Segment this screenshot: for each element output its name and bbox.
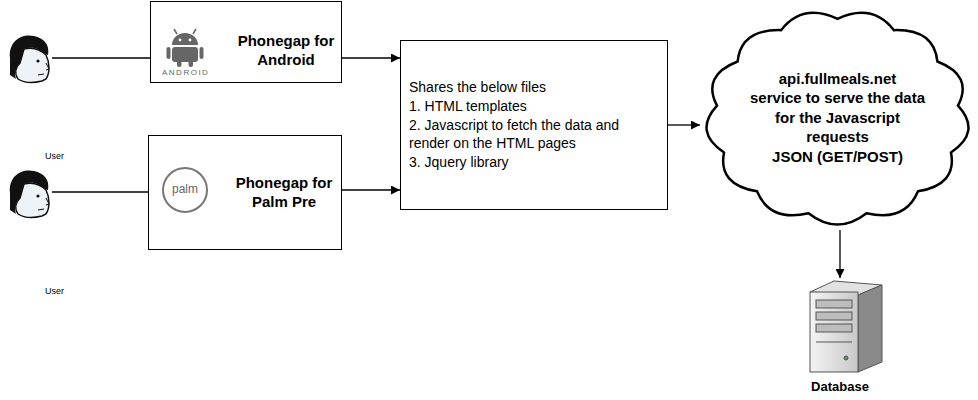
connector — [52, 191, 148, 192]
node-text: Database — [785, 379, 895, 394]
server-icon — [810, 281, 882, 372]
text-area: User — [45, 151, 64, 161]
android-robot — [167, 29, 204, 67]
user-face — [10, 35, 49, 82]
user-face — [10, 170, 49, 217]
node-text: Shares the below files — [409, 78, 659, 97]
node-text: api.fullmeals.net — [779, 69, 897, 89]
connector — [52, 57, 150, 58]
node-text: 3. Jquery library — [409, 153, 659, 172]
logo-text: palm — [165, 182, 205, 196]
node-text: 1. HTML templates — [409, 97, 659, 116]
user-figure: User — [2, 168, 52, 218]
connector — [342, 189, 400, 190]
text-area: Phonegap for Palm Pre — [229, 136, 339, 249]
user-figure: User — [2, 33, 52, 83]
text-area: Phonegap for Android — [236, 2, 336, 82]
connector — [839, 230, 840, 278]
node-text: User — [45, 151, 64, 161]
text-area: Database — [785, 379, 895, 394]
cloud-outline — [707, 13, 969, 225]
database-server: Database — [795, 278, 885, 396]
text-area: api.fullmeals.netservice to serve the da… — [748, 5, 927, 230]
node-text: User — [45, 286, 64, 296]
node-text: JSON (GET/POST) — [772, 147, 903, 167]
node-text: service to serve the data for the Javasc… — [748, 88, 927, 147]
node-text: 2. Javascript to fetch the data and rend… — [409, 116, 659, 154]
node-text: Phonegap for Palm Pre — [229, 174, 339, 212]
service-cloud: api.fullmeals.netservice to serve the da… — [700, 5, 975, 230]
text-area: Shares the below files1. HTML templates2… — [401, 41, 667, 209]
shared-files-box: Shares the below files1. HTML templates2… — [400, 40, 668, 210]
connector — [342, 57, 400, 58]
connector — [668, 124, 700, 125]
text-area: User — [45, 286, 64, 296]
logo-text: ANDROID — [162, 68, 209, 77]
palm-logo — [163, 168, 207, 212]
node-text: Phonegap for Android — [236, 32, 336, 70]
